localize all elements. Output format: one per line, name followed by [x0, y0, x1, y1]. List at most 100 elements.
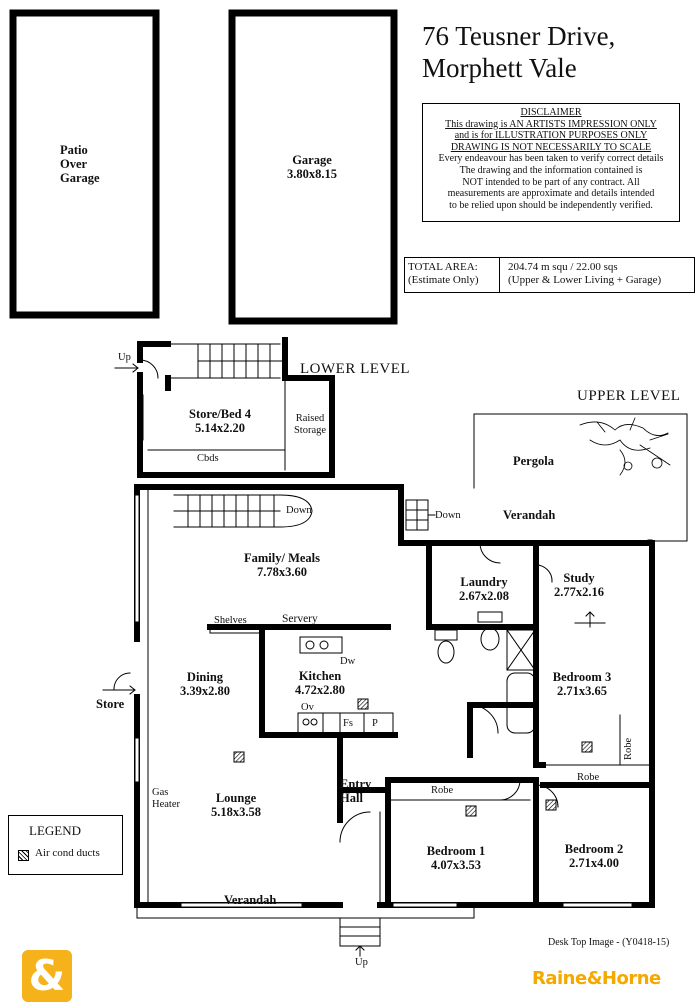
- room-patio-over-garage: Patio Over Garage: [60, 143, 100, 185]
- total-area-divider: [499, 258, 500, 292]
- room-dimensions: 3.80x8.15: [287, 167, 337, 181]
- upper-level-label: UPPER LEVEL: [577, 388, 681, 404]
- total-area-label: TOTAL AREA:: [408, 261, 478, 273]
- lower-level-walls: [137, 337, 335, 478]
- room-name: Study: [563, 571, 595, 585]
- disclaimer-line: DRAWING IS NOT NECESSARILY TO SCALE: [450, 141, 652, 153]
- disclaimer-line: This drawing is AN ARTISTS IMPRESSION ON…: [445, 118, 657, 130]
- gas-heater-label: Gas Heater: [152, 787, 180, 811]
- room-name: Bedroom 1: [426, 844, 486, 858]
- property-address: 76 Teusner Drive, Morphett Vale: [422, 20, 615, 84]
- patio-outline: [9, 9, 160, 319]
- room-name: Raised: [295, 413, 325, 424]
- pantry-label: P: [372, 718, 378, 729]
- shelves-label: Shelves: [214, 615, 247, 626]
- legend-box: LEGEND Air cond ducts: [8, 815, 123, 875]
- total-area-value: 204.74 m squ / 22.00 sqs: [508, 261, 618, 273]
- room-name: Garage: [292, 153, 332, 167]
- room-dimensions: 2.77x2.16: [554, 585, 604, 599]
- room-name: Hall: [340, 791, 363, 805]
- room-kitchen: Kitchen 4.72x2.80: [280, 669, 360, 697]
- room-name: Bedroom 2: [564, 842, 624, 856]
- room-store-bed4: Store/Bed 4 5.14x2.20: [170, 407, 270, 435]
- room-name: Storage: [293, 425, 327, 436]
- room-dimensions: 3.39x2.80: [180, 684, 230, 698]
- address-line1: 76 Teusner Drive,: [422, 21, 616, 51]
- room-pergola: Pergola: [513, 454, 554, 468]
- gas-heater-line: Heater: [152, 799, 180, 810]
- fridge-space-label: Fs: [343, 718, 353, 729]
- room-name: Over: [60, 157, 88, 171]
- room-dimensions: 2.67x2.08: [459, 589, 509, 603]
- room-verandah-top: Verandah: [503, 508, 556, 522]
- air-cond-duct-symbols: [233, 698, 593, 817]
- disclaimer-heading: DISCLAIMER: [520, 107, 582, 118]
- room-dimensions: 5.18x3.58: [211, 805, 261, 819]
- legend-item-label: Air cond ducts: [35, 847, 100, 859]
- image-reference: Desk Top Image - (Y0418-15): [548, 937, 670, 948]
- robe-bedroom3-label: Robe: [623, 737, 634, 760]
- room-name: Lounge: [215, 791, 257, 805]
- room-dimensions: 4.07x3.53: [431, 858, 481, 872]
- room-garage: Garage 3.80x8.15: [262, 153, 362, 181]
- total-area-values: 204.74 m squ / 22.00 sqs (Upper & Lower …: [508, 261, 661, 287]
- room-dimensions: 2.71x4.00: [569, 856, 619, 870]
- dishwasher-label: Dw: [340, 656, 356, 667]
- room-name: Garage: [60, 171, 100, 185]
- room-raised-storage: Raised Storage: [289, 413, 331, 437]
- brand-name: Raine&Horne: [532, 968, 661, 989]
- room-name: Dining: [186, 670, 224, 684]
- disclaimer-line: and is for ILLUSTRATION PURPOSES ONLY: [454, 130, 648, 142]
- room-dining: Dining 3.39x2.80: [155, 670, 255, 698]
- room-laundry: Laundry 2.67x2.08: [434, 575, 534, 603]
- stair-up-label: Up: [118, 352, 131, 363]
- room-dimensions: 5.14x2.20: [195, 421, 245, 435]
- room-name: Entry: [340, 777, 372, 791]
- legend-title: LEGEND: [29, 823, 81, 838]
- disclaimer-line: NOT intended to be part of any contract.…: [462, 176, 640, 188]
- robe-bedroom2-label: Robe: [577, 772, 600, 783]
- garage-outline: [228, 9, 398, 325]
- room-name: Family/ Meals: [243, 551, 321, 565]
- room-dimensions: 2.71x3.65: [557, 684, 607, 698]
- room-name: Kitchen: [298, 669, 342, 683]
- disclaimer-line: The drawing and the information containe…: [459, 164, 643, 176]
- verandah-stair-down-label: Down: [435, 510, 461, 521]
- room-bedroom3: Bedroom 3 2.71x3.65: [532, 670, 632, 698]
- room-name: Bedroom 3: [552, 670, 612, 684]
- room-dimensions: 4.72x2.80: [295, 683, 345, 697]
- lower-level-label: LOWER LEVEL: [300, 361, 411, 377]
- room-bedroom2: Bedroom 2 2.71x4.00: [544, 842, 644, 870]
- room-verandah-bottom: Verandah: [224, 893, 277, 907]
- room-entry-hall: Entry Hall: [340, 777, 371, 805]
- total-area-labels: TOTAL AREA: (Estimate Only): [408, 261, 496, 287]
- room-family-meals: Family/ Meals 7.78x3.60: [232, 551, 332, 579]
- store-side-label: Store: [96, 697, 125, 711]
- room-name: Store/Bed 4: [189, 407, 251, 421]
- entry-stair-up-label: Up: [355, 957, 368, 968]
- room-name: Patio: [60, 143, 88, 157]
- room-name: Laundry: [460, 575, 508, 589]
- gas-heater-line: Gas: [152, 787, 169, 798]
- oven-label: Ov: [301, 702, 314, 713]
- disclaimer-line: to be relied upon should be independentl…: [449, 199, 653, 211]
- servery-label: Servery: [282, 613, 318, 625]
- disclaimer-line: Every endeavour has been taken to verify…: [438, 153, 664, 165]
- room-study: Study 2.77x2.16: [539, 571, 619, 599]
- total-area-box: TOTAL AREA: (Estimate Only) 204.74 m squ…: [404, 257, 695, 293]
- total-area-estimate-label: (Estimate Only): [408, 274, 479, 286]
- stair-down-label: Down: [286, 505, 312, 516]
- total-area-scope: (Upper & Lower Living + Garage): [508, 274, 662, 286]
- room-lounge: Lounge 5.18x3.58: [186, 791, 286, 819]
- cupboards-label: Cbds: [197, 453, 219, 464]
- robe-bedroom1-label: Robe: [431, 785, 454, 796]
- room-dimensions: 7.78x3.60: [257, 565, 307, 579]
- plant-sketch: [579, 417, 671, 476]
- air-cond-duct-icon: [18, 850, 29, 861]
- disclaimer-box: DISCLAIMER This drawing is AN ARTISTS IM…: [422, 103, 680, 222]
- address-line2: Morphett Vale: [422, 53, 577, 83]
- room-bedroom1: Bedroom 1 4.07x3.53: [406, 844, 506, 872]
- brand-logo-mark: &: [22, 950, 72, 1002]
- disclaimer-line: measurements are approximate and details…: [447, 188, 655, 200]
